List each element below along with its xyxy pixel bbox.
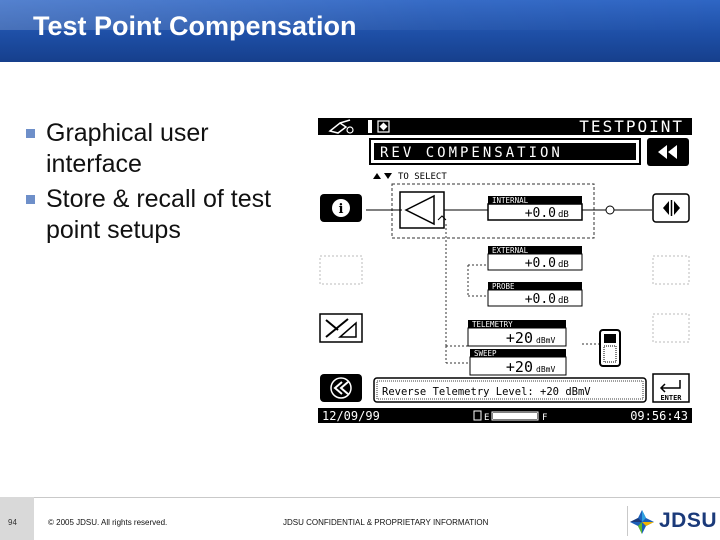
status-message-box	[373, 377, 647, 403]
bullet-square-icon	[26, 195, 35, 204]
bullet-item: Graphical user interface	[24, 118, 294, 180]
external-value-field[interactable]	[487, 253, 583, 271]
amplifier-icon	[404, 194, 435, 226]
empty-soft-key[interactable]	[319, 255, 363, 285]
tools-button[interactable]	[319, 313, 363, 343]
submenu-title-fill	[374, 143, 636, 160]
external-value: +0.0	[525, 256, 556, 271]
slide-title: Test Point Compensation	[33, 11, 357, 41]
handheld-meter-icon	[599, 329, 621, 367]
logo-wordmark: JDSU	[659, 509, 718, 532]
mode-title: TESTPOINT	[579, 118, 684, 136]
down-arrow-icon	[384, 173, 392, 179]
probe-label: PROBE	[492, 282, 515, 291]
empty-soft-key[interactable]	[652, 255, 690, 285]
select-hint: TO SELECT	[398, 172, 447, 182]
tools-icon	[325, 318, 357, 338]
separator-bar-icon	[368, 120, 372, 133]
status-message-inner	[376, 380, 644, 400]
info-icon-glyph: i	[339, 202, 344, 217]
sweep-value: +20	[506, 358, 533, 376]
diamond-icon[interactable]	[377, 120, 390, 133]
screen-top-bar	[318, 118, 692, 135]
telemetry-unit: dBmV	[536, 336, 555, 345]
test-point-node-icon	[605, 205, 615, 215]
sweep-label: SWEEP	[474, 349, 497, 358]
up-arrow-icon	[373, 173, 381, 179]
page-number-box	[0, 497, 34, 540]
telemetry-label: TELEMETRY	[472, 320, 513, 329]
battery-icon	[473, 410, 482, 421]
external-unit: dB	[558, 260, 569, 270]
amplifier-pointer-icon	[437, 215, 447, 221]
enter-label: ENTER	[660, 394, 682, 402]
split-arrows-icon	[663, 201, 680, 215]
internal-value-field[interactable]	[487, 203, 583, 221]
back-icon-arrows	[333, 381, 349, 395]
title-bar-shine	[0, 0, 720, 30]
battery-empty-label: E	[484, 413, 489, 423]
bullet-list: Graphical user interface Store & recall …	[24, 118, 294, 250]
sweep-label-bar	[470, 349, 566, 357]
title-bar: Test Point Compensation	[0, 0, 720, 62]
bullet-item: Store & recall of test point setups	[24, 184, 294, 246]
battery-level-bar	[491, 411, 539, 421]
telemetry-value-field[interactable]	[467, 327, 567, 347]
sweep-unit: dBmV	[536, 365, 555, 374]
status-message: Reverse Telemetry Level: +20 dBmV	[382, 386, 591, 398]
internal-unit: dB	[558, 210, 569, 220]
empty-soft-key[interactable]	[652, 313, 690, 343]
submenu-title: REV COMPENSATION	[380, 145, 563, 161]
bullet-text: Graphical user interface	[46, 119, 209, 178]
confidential-text: JDSU CONFIDENTIAL & PROPRIETARY INFORMAT…	[283, 518, 489, 527]
info-icon	[332, 199, 350, 217]
internal-value: +0.0	[525, 206, 556, 221]
external-label: EXTERNAL	[492, 246, 529, 255]
time-readout: 09:56:43	[630, 409, 688, 423]
footer-divider	[0, 497, 720, 498]
internal-label: INTERNAL	[492, 196, 529, 205]
device-screen: TESTPOINT REV COMPENSATION TO SELECT i E…	[318, 118, 692, 423]
bullet-square-icon	[26, 129, 35, 138]
external-label-bar	[488, 246, 582, 254]
sweep-value-field[interactable]	[469, 356, 567, 376]
enter-arrow-icon	[659, 380, 681, 393]
bullet-text: Store & recall of test point setups	[46, 185, 272, 244]
page-number: 94	[8, 518, 17, 527]
probe-value: +0.0	[525, 292, 556, 307]
battery-full-label: F	[542, 413, 547, 423]
antenna-probe-icon[interactable]	[328, 119, 354, 134]
internal-label-bar	[488, 196, 582, 204]
probe-label-bar	[488, 282, 582, 290]
telemetry-value: +20	[506, 329, 533, 347]
probe-unit: dB	[558, 296, 569, 306]
copyright-text: © 2005 JDSU. All rights reserved.	[48, 518, 168, 527]
back-icon	[330, 377, 352, 399]
probe-value-field[interactable]	[487, 289, 583, 307]
amplifier-outline	[391, 183, 595, 239]
jdsu-logo-icon	[627, 506, 654, 536]
telemetry-label-bar	[468, 320, 566, 328]
date-readout: 12/09/99	[322, 409, 380, 423]
rewind-icon	[658, 145, 677, 159]
